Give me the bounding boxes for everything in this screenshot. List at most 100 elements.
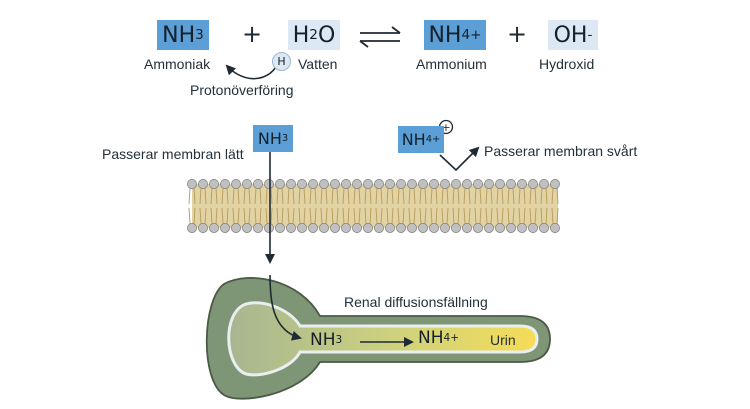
tubule-nh4-superscript: + [450, 332, 460, 344]
membrane-nh4-superscript: + [432, 134, 441, 145]
membrane-nh3-formula: NH [257, 129, 282, 148]
lipid-tail [287, 207, 295, 225]
lipid-tail [463, 207, 471, 225]
lipid-head [352, 179, 362, 189]
lipid-head [374, 223, 384, 233]
nh4-repelled-arrow [439, 146, 480, 172]
lipid-head [330, 223, 340, 233]
lipid-tail [276, 207, 284, 225]
equilibrium-arrow [359, 26, 401, 48]
lipid-tail [540, 187, 548, 205]
lipid-tail [529, 187, 537, 205]
lipid-tail [441, 187, 449, 205]
lipid-tail [210, 187, 218, 205]
lipid-head [451, 179, 461, 189]
lipid-tail [551, 187, 559, 205]
lipid-tail [199, 187, 207, 205]
lipid-head [253, 179, 263, 189]
passes-poorly-label: Passerar membran svårt [484, 143, 638, 159]
lipid-head [363, 179, 373, 189]
lipid-head [429, 223, 439, 233]
lipid-head [187, 179, 197, 189]
lipid-tail [320, 187, 328, 205]
lipid-head [407, 223, 417, 233]
lipid-head [506, 179, 516, 189]
lipid-tail [243, 207, 251, 225]
lipid-head [429, 179, 439, 189]
lipid-tail [430, 187, 438, 205]
lipid-head [517, 223, 527, 233]
membrane-nh3-subscript: 3 [281, 133, 289, 144]
lipid-tail [408, 207, 416, 225]
lipid-head [462, 179, 472, 189]
lipid-head [484, 179, 494, 189]
lipid-head [220, 223, 230, 233]
lipid-tail [353, 187, 361, 205]
lipid-tail [265, 207, 273, 225]
nh4-subscript: 4 [461, 27, 471, 43]
oh-formula: OH [553, 22, 588, 48]
lipid-tail [452, 187, 460, 205]
lipid-tail [298, 207, 306, 225]
lipid-head [385, 223, 395, 233]
lipid-tail [386, 187, 394, 205]
lipid-head [209, 179, 219, 189]
lipid-tail [441, 207, 449, 225]
nh4-superscript: + [470, 27, 482, 43]
lipid-head [297, 179, 307, 189]
lipid-head [550, 179, 560, 189]
lipid-head [418, 179, 428, 189]
lipid-head [418, 223, 428, 233]
oh-superscript: - [587, 27, 593, 43]
lipid-tail [276, 187, 284, 205]
lipid-tail [243, 187, 251, 205]
proton-transfer-arrow [225, 64, 278, 80]
lipid-head [264, 223, 274, 233]
vatten-label: Vatten [298, 56, 338, 72]
lipid-tail [364, 207, 372, 225]
lipid-head [231, 223, 241, 233]
lipid-tail [397, 207, 405, 225]
lipid-tail [408, 187, 416, 205]
lipid-head [396, 179, 406, 189]
ammonium-label: Ammonium [416, 56, 487, 72]
tubule-nh4-subscript: 4 [443, 332, 451, 344]
lipid-tail [199, 207, 207, 225]
lipid-tail [419, 187, 427, 205]
lipid-tail [463, 187, 471, 205]
lipid-tail [419, 207, 427, 225]
proton-transfer-label: Protonöverföring [190, 82, 294, 98]
lipid-tail [474, 187, 482, 205]
lipid-head [319, 179, 329, 189]
lipid-head [330, 179, 340, 189]
lipid-tail [386, 207, 394, 225]
lipid-head [242, 223, 252, 233]
lipid-tail [188, 187, 196, 205]
lipid-head [363, 223, 373, 233]
lipid-head [198, 179, 208, 189]
lipid-tail [265, 187, 273, 205]
lipid-bilayer-membrane [187, 179, 560, 233]
lipid-tail [430, 207, 438, 225]
lipid-head [374, 179, 384, 189]
lipid-tail [309, 187, 317, 205]
lipid-tail [287, 187, 295, 205]
passes-easily-label: Passerar membran lätt [102, 146, 244, 162]
lipid-tail [507, 187, 515, 205]
lipid-head [275, 179, 285, 189]
tubule-lumen [227, 301, 539, 377]
lipid-tail [485, 207, 493, 225]
lipid-tail [452, 207, 460, 225]
ammoniak-label: Ammoniak [144, 56, 211, 72]
lipid-tail [320, 207, 328, 225]
tubule-nh3-formula: NH [310, 330, 336, 350]
lipid-head [451, 223, 461, 233]
membrane-core [192, 184, 558, 228]
membrane-nh4-subscript: 4 [425, 134, 432, 145]
nh4-formula: NH [428, 22, 462, 48]
lipid-head [198, 223, 208, 233]
tubule-nh4-formula: NH [418, 328, 444, 348]
